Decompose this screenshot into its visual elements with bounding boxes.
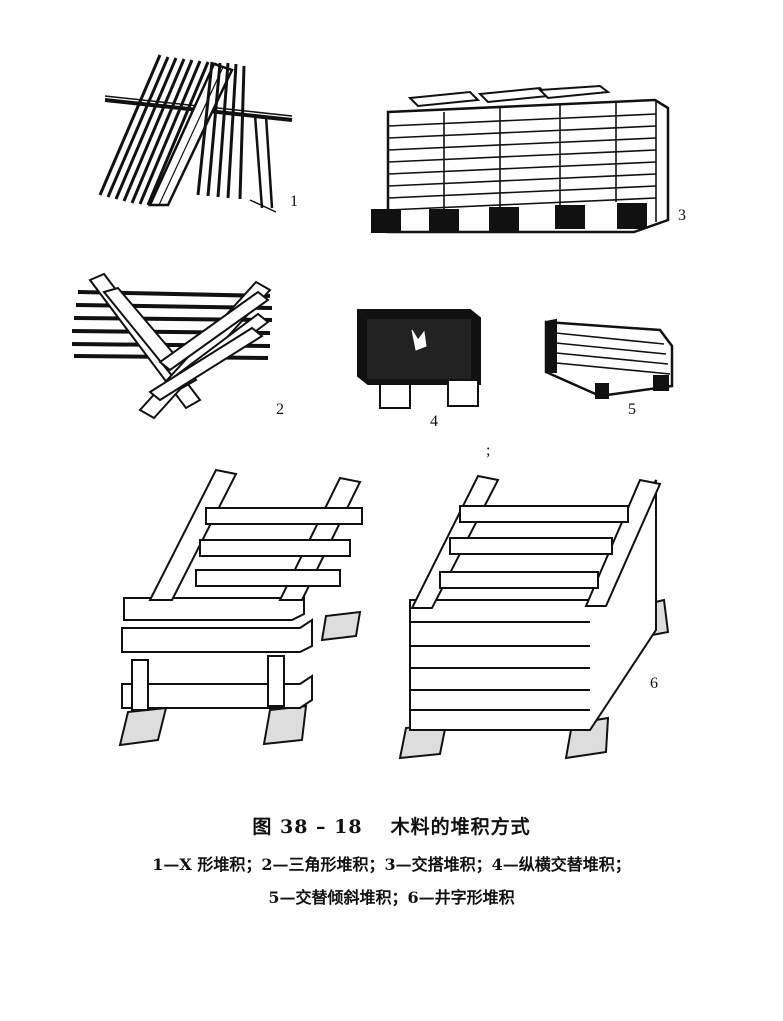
stack-crisscross — [357, 309, 481, 409]
figure-caption-title: 图 38 – 18 木料的堆积方式 — [0, 812, 783, 839]
figure-legend-line-1: 1—X 形堆积；2—三角形堆积；3—交搭堆积；4—纵横交替堆积； — [152, 855, 631, 874]
figure-number: 图 38 – 18 — [252, 816, 363, 838]
label-1: 1 — [290, 193, 298, 210]
label-4: 4 — [430, 413, 438, 430]
label-2: 2 — [276, 401, 284, 418]
label-3: 3 — [678, 207, 686, 224]
stack-well — [398, 474, 670, 760]
figure-title: 木料的堆积方式 — [390, 816, 531, 838]
stack-inclined — [544, 318, 674, 399]
stack-lap — [371, 84, 670, 234]
label-6: 6 — [650, 675, 658, 692]
stray-mark: ; — [486, 442, 490, 459]
stack-triangular — [71, 272, 273, 420]
figure-legend-line-2: 5—交替倾斜堆积；6—井字形堆积 — [268, 888, 515, 907]
stack-well-open — [118, 468, 363, 747]
label-5: 5 — [628, 401, 636, 418]
stack-x-shaped — [98, 54, 293, 213]
